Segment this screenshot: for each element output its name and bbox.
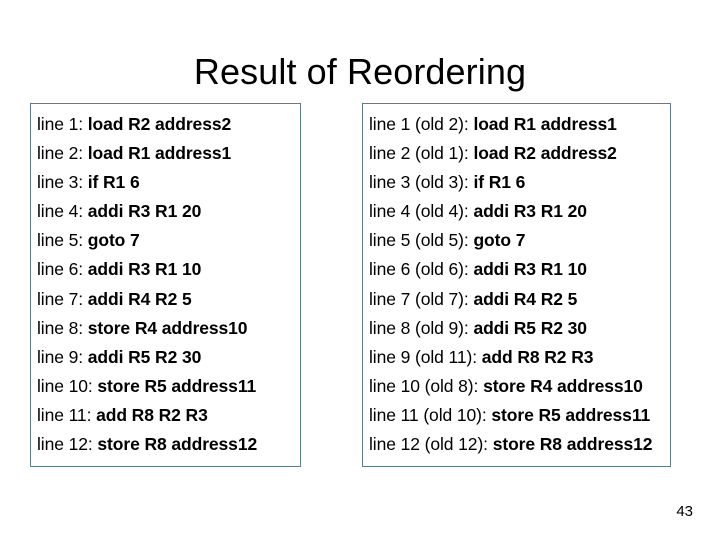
code-line-instruction: addi R5 R2 30 — [473, 317, 587, 338]
code-line: line 1 (old 2): load R1 address1 — [369, 110, 666, 139]
code-line: line 1: load R2 address2 — [37, 110, 296, 139]
code-line-label: line 5 (old 5): — [369, 230, 469, 251]
code-line-label: line 9: — [37, 346, 83, 367]
code-line: line 5 (old 5): goto 7 — [369, 226, 666, 255]
code-line-instruction: load R2 address2 — [473, 143, 617, 164]
code-line-label: line 2 (old 1): — [369, 143, 469, 164]
code-line-label: line 7: — [37, 288, 83, 309]
code-line: line 5: goto 7 — [37, 226, 296, 255]
code-line-label: line 10: — [37, 375, 93, 396]
code-line-instruction: store R8 address12 — [97, 434, 258, 455]
code-line: line 2: load R1 address1 — [37, 139, 296, 168]
code-line-instruction: add R8 R2 R3 — [481, 346, 594, 367]
code-line: line 3: if R1 6 — [37, 168, 296, 197]
code-line-label: line 12: — [37, 434, 93, 455]
code-line-label: line 2: — [37, 143, 83, 164]
code-line-label: line 3: — [37, 172, 83, 193]
code-line: line 4: addi R3 R1 20 — [37, 197, 296, 226]
page-title: Result of Reordering — [193, 51, 527, 93]
code-line: line 8: store R4 address10 — [37, 314, 296, 343]
code-line-label: line 6: — [37, 259, 83, 280]
code-line-instruction: if R1 6 — [87, 172, 140, 193]
code-line: line 11 (old 10): store R5 address11 — [369, 401, 666, 430]
page-number: 43 — [676, 503, 693, 520]
code-line-label: line 6 (old 6): — [369, 259, 469, 280]
code-line-instruction: store R5 address11 — [97, 375, 257, 396]
code-line: line 6: addi R3 R1 10 — [37, 255, 296, 284]
code-line-label: line 5: — [37, 230, 83, 251]
code-line: line 3 (old 3): if R1 6 — [369, 168, 666, 197]
code-line-instruction: addi R5 R2 30 — [87, 346, 202, 367]
code-line-instruction: store R4 address10 — [483, 375, 643, 396]
code-line: line 2 (old 1): load R2 address2 — [369, 139, 666, 168]
code-line: line 7 (old 7): addi R4 R2 5 — [369, 285, 666, 314]
code-line-instruction: addi R3 R1 20 — [473, 201, 587, 222]
code-line-label: line 4: — [37, 201, 83, 222]
code-line-label: line 1 (old 2): — [369, 114, 469, 134]
code-line-instruction: addi R3 R1 10 — [87, 259, 202, 280]
code-line: line 6 (old 6): addi R3 R1 10 — [369, 255, 666, 284]
code-line: line 10: store R5 address11 — [37, 372, 296, 401]
code-line: line 12: store R8 address12 — [37, 430, 296, 459]
code-line-instruction: goto 7 — [87, 230, 140, 251]
code-line-label: line 8: — [37, 317, 83, 338]
code-line-label: line 11 (old 10): — [369, 404, 487, 425]
code-line: line 7: addi R4 R2 5 — [37, 285, 296, 314]
code-line-instruction: load R1 address1 — [473, 114, 617, 134]
code-line-instruction: add R8 R2 R3 — [96, 404, 208, 425]
code-line-instruction: load R1 address1 — [87, 143, 232, 164]
code-line: line 11: add R8 R2 R3 — [37, 401, 296, 430]
code-line-instruction: addi R3 R1 10 — [473, 259, 587, 280]
code-line-label: line 10 (old 8): — [369, 375, 479, 396]
code-line-instruction: store R4 address10 — [87, 317, 248, 338]
code-line: line 8 (old 9): addi R5 R2 30 — [369, 314, 666, 343]
code-line-instruction: store R5 address11 — [491, 404, 651, 425]
code-line-instruction: if R1 6 — [473, 172, 526, 193]
code-line-label: line 12 (old 12): — [369, 434, 488, 455]
code-line: line 9: addi R5 R2 30 — [37, 343, 296, 372]
code-line-instruction: addi R4 R2 5 — [87, 288, 192, 309]
code-line-label: line 3 (old 3): — [369, 172, 469, 193]
code-line-label: line 4 (old 4): — [369, 201, 469, 222]
code-line-instruction: addi R3 R1 20 — [87, 201, 202, 222]
code-line-label: line 1: — [37, 114, 83, 134]
code-line-label: line 11: — [37, 404, 92, 425]
code-line-instruction: store R8 address12 — [492, 434, 653, 455]
code-line-label: line 9 (old 11): — [369, 346, 477, 367]
code-line: line 4 (old 4): addi R3 R1 20 — [369, 197, 666, 226]
code-line: line 10 (old 8): store R4 address10 — [369, 372, 666, 401]
code-line-instruction: load R2 address2 — [87, 114, 232, 134]
code-line-label: line 7 (old 7): — [369, 288, 469, 309]
code-line: line 9 (old 11): add R8 R2 R3 — [369, 343, 666, 372]
code-line-instruction: addi R4 R2 5 — [473, 288, 578, 309]
code-line: line 12 (old 12): store R8 address12 — [369, 430, 666, 459]
code-line-label: line 8 (old 9): — [369, 317, 469, 338]
code-line-instruction: goto 7 — [473, 230, 526, 251]
